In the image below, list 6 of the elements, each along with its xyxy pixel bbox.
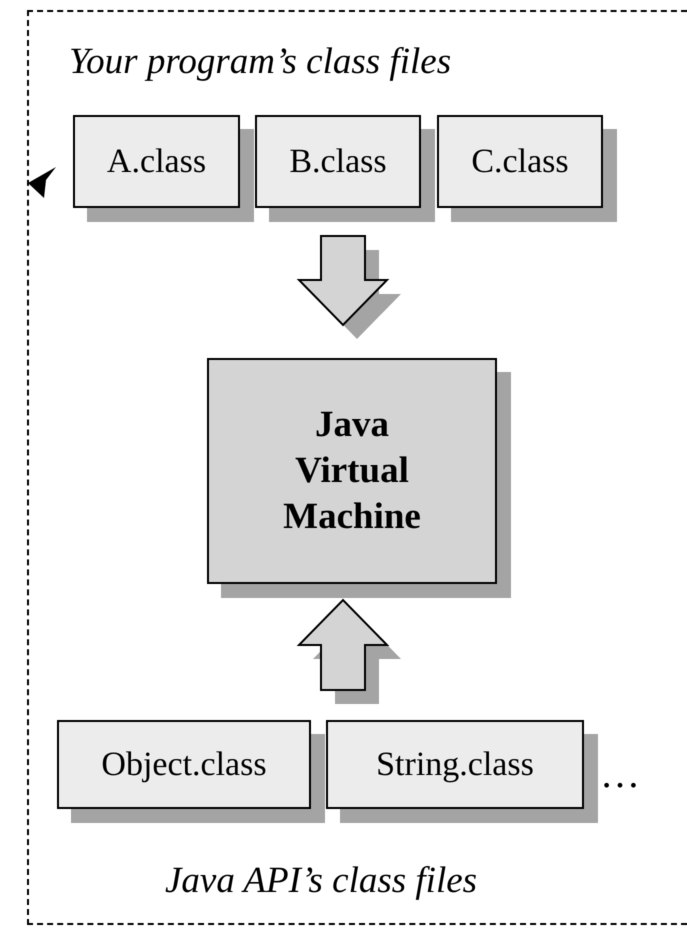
group-caption: Java API’s class files xyxy=(165,859,478,902)
block-arrow xyxy=(296,598,401,704)
block-arrow xyxy=(296,235,401,339)
ellipsis-text: … xyxy=(600,754,640,794)
dashed-frame xyxy=(27,10,687,925)
group-heading: Your program’s class files xyxy=(69,40,452,83)
